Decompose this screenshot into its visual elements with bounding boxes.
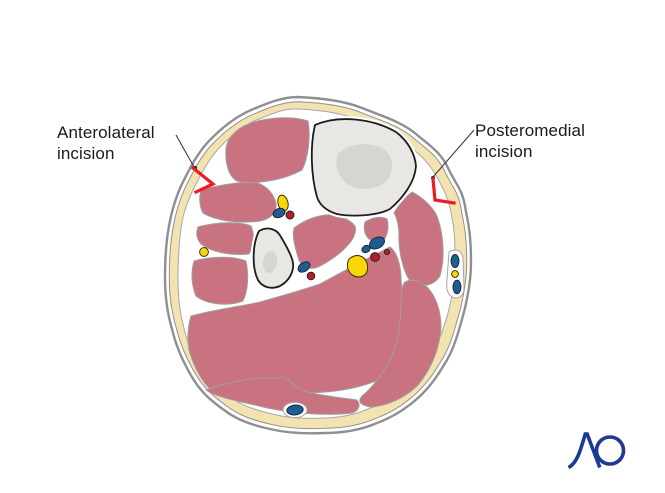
ao-logo-letter-o: [594, 435, 626, 466]
muscle-tibialis-anterior: [225, 117, 310, 183]
muscle-peroneal-compartment: [191, 256, 249, 305]
anterolateral-incision-mark: [190, 165, 217, 195]
tibia-medulla: [336, 144, 393, 189]
posteromedial-leader-line: [432, 129, 475, 178]
saphenous-vein-nerve: [446, 249, 465, 299]
small-saphenous-vein: [282, 401, 308, 419]
anterolateral-leader-line: [175, 134, 195, 168]
muscle-gastrocnemius-strip: [205, 376, 360, 415]
superficial-peroneal-nerve: [199, 247, 209, 257]
posterior-tibial-vessels: [347, 236, 391, 278]
anterolateral-incision-label: Anterolateral incision: [57, 123, 155, 164]
ao-logo-letter-a: [567, 432, 602, 470]
fibula-medulla: [262, 251, 278, 273]
peroneal-vessels: [297, 261, 316, 281]
anterior-tibial-vessels: [272, 194, 295, 220]
posteromedial-incision-mark: [431, 177, 456, 205]
muscle-gastrocnemius: [359, 279, 442, 408]
ao-logo-graphic: [567, 432, 626, 470]
muscle-extensor-hallucis: [196, 222, 254, 255]
posteromedial-incision-label: Posteromedial incision: [475, 121, 585, 162]
muscle-extensor-digitorum: [199, 181, 277, 223]
tibial-nerve: [347, 255, 369, 278]
ao-logo: AO: [566, 430, 630, 472]
